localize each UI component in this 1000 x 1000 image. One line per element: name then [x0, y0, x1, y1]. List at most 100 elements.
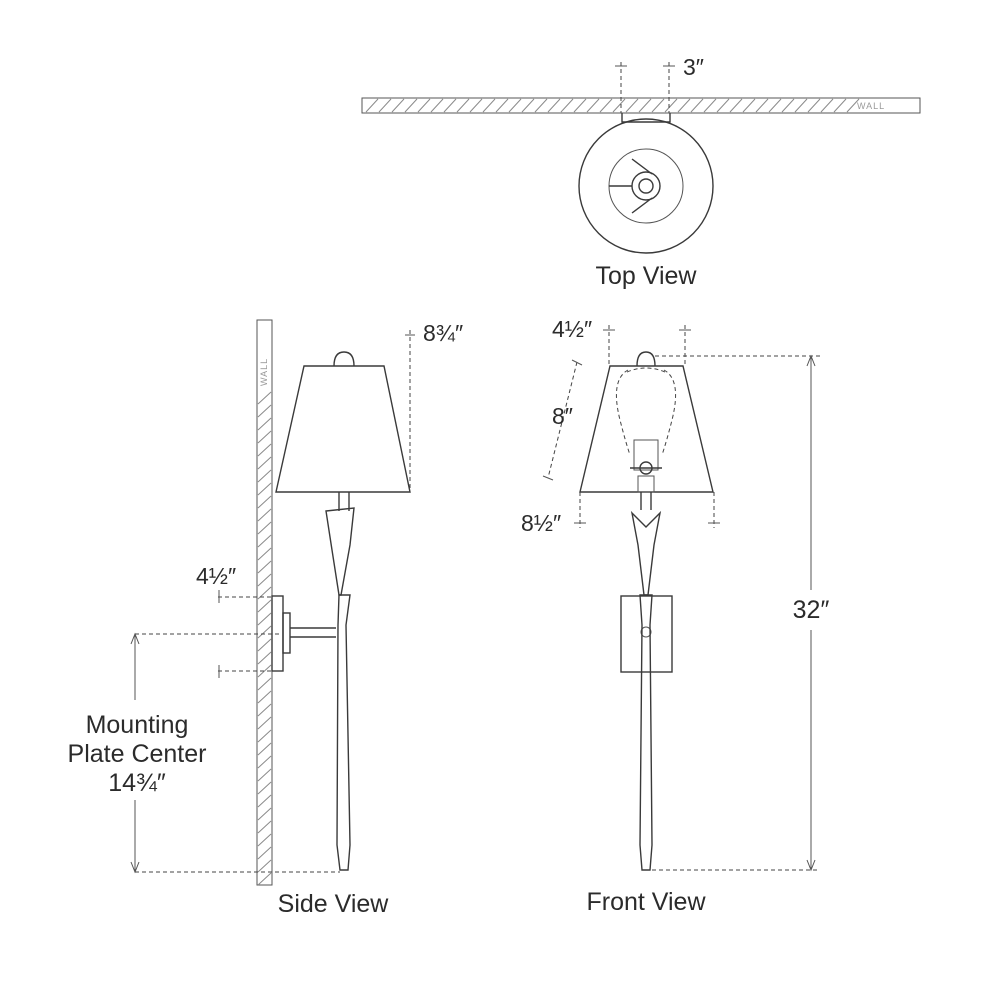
wall-hatch-mark: [547, 98, 561, 113]
front-shade-bottom-label: 8½″: [521, 510, 561, 536]
side-view-title: Side View: [278, 890, 390, 918]
wall-hatch-mark: [257, 729, 272, 743]
wall-hatch-mark: [677, 98, 691, 113]
front-finial: [636, 351, 656, 367]
wall-hatch-mark: [430, 98, 444, 113]
wall-hatch-mark: [456, 98, 470, 113]
wall-hatch-mark: [257, 716, 272, 730]
wall-hatch-mark: [257, 807, 272, 821]
wall-hatch-mark: [404, 98, 418, 113]
side-plate-height-label: 4½″: [196, 563, 236, 589]
wall-hatch-mark: [257, 781, 272, 795]
top-depth-label: 3″: [683, 54, 704, 80]
wall-hatch-mark: [612, 98, 626, 113]
wall-hatch-mark: [257, 456, 272, 470]
wall-hatch-mark: [703, 98, 717, 113]
wall-hatch-mark: [257, 677, 272, 691]
wall-hatch-mark: [534, 98, 548, 113]
wall-hatch-mark: [257, 612, 272, 626]
wall-hatch-mark: [257, 820, 272, 834]
wall-hatch-mark: [257, 768, 272, 782]
wall-hatch-mark: [625, 98, 639, 113]
side-view: WALL 8¾″ 4½″ Mounting Plate Center: [68, 319, 463, 918]
wall-hatch-mark: [482, 98, 496, 113]
top-finial: [638, 178, 654, 194]
top-wall: WALL: [361, 97, 921, 114]
wall-hatch-mark: [257, 846, 272, 860]
wall-hatch-mark: [257, 417, 272, 431]
wall-hatch-mark: [599, 98, 613, 113]
front-body-stem: [639, 594, 653, 871]
wall-hatch-mark: [257, 391, 272, 405]
wall-hatch-mark: [257, 599, 272, 613]
top-shade-outline: [578, 118, 714, 254]
wall-hatch-mark: [378, 98, 392, 113]
wall-hatch-mark: [768, 98, 782, 113]
wall-hatch-mark: [257, 482, 272, 496]
mounting-label-line2: Plate Center: [68, 740, 207, 768]
top-view: WALL 3″ Top View: [361, 54, 921, 290]
front-view-title: Front View: [586, 888, 706, 916]
wall-hatch-mark: [257, 664, 272, 678]
wall-hatch-mark: [257, 872, 272, 886]
mounting-value-label: 14¾″: [108, 769, 166, 797]
wall-hatch-mark: [257, 651, 272, 665]
wall-hatch-mark: [846, 98, 860, 113]
wall-hatch-mark: [257, 560, 272, 574]
wall-hatch-mark: [508, 98, 522, 113]
wall-hatch-mark: [820, 98, 834, 113]
front-backplate: [620, 595, 673, 673]
front-shade: [579, 365, 714, 493]
wall-hatch-mark: [257, 508, 272, 522]
wall-hatch-mark: [807, 98, 821, 113]
front-shade-top-label: 4½″: [552, 316, 592, 342]
wall-hatch-mark: [417, 98, 431, 113]
wall-hatch-mark: [257, 833, 272, 847]
wall-hatch-mark: [690, 98, 704, 113]
side-extension-label: 8¾″: [423, 320, 463, 346]
wall-hatch-mark: [573, 98, 587, 113]
wall-hatch-mark: [560, 98, 574, 113]
wall-hatch-mark: [833, 98, 847, 113]
top-canopy: [621, 113, 671, 123]
wall-hatch-mark: [257, 755, 272, 769]
side-shade: [275, 365, 411, 493]
top-spoke: [631, 158, 653, 175]
wall-hatch-mark: [755, 98, 769, 113]
front-body-top: [630, 510, 662, 596]
wall-hatch-mark: [794, 98, 808, 113]
wall-label: WALL: [259, 358, 269, 386]
wall-hatch-mark: [257, 573, 272, 587]
wall-hatch-mark: [257, 625, 272, 639]
side-body-stem: [336, 594, 351, 871]
side-body-top: [325, 507, 355, 596]
wall-hatch-mark: [257, 859, 272, 873]
front-overall-label: 32″: [793, 596, 830, 624]
side-wall: WALL: [256, 319, 273, 886]
wall-hatch-mark: [257, 521, 272, 535]
front-shade-height-label: 8″: [552, 403, 573, 429]
wall-hatch-mark: [257, 495, 272, 509]
wall-hatch-mark: [495, 98, 509, 113]
wall-hatch-mark: [664, 98, 678, 113]
wall-hatch-mark: [651, 98, 665, 113]
wall-hatch-mark: [257, 638, 272, 652]
mounting-label-line1: Mounting: [86, 711, 189, 739]
wall-hatch-mark: [257, 430, 272, 444]
front-harp: [661, 369, 677, 456]
wall-hatch-mark: [257, 742, 272, 756]
front-slant-dim: [547, 361, 578, 479]
wall-hatch-mark: [257, 534, 272, 548]
wall-hatch-mark: [257, 794, 272, 808]
wall-hatch-mark: [257, 443, 272, 457]
side-backplate-collar: [282, 612, 291, 654]
top-view-title: Top View: [596, 262, 698, 290]
top-spoke: [631, 197, 653, 214]
wall-hatch-mark: [781, 98, 795, 113]
wall-hatch-mark: [716, 98, 730, 113]
wall-hatch-mark: [638, 98, 652, 113]
front-harp: [615, 369, 631, 456]
wall-hatch-mark: [257, 690, 272, 704]
wall-label: WALL: [857, 101, 885, 111]
